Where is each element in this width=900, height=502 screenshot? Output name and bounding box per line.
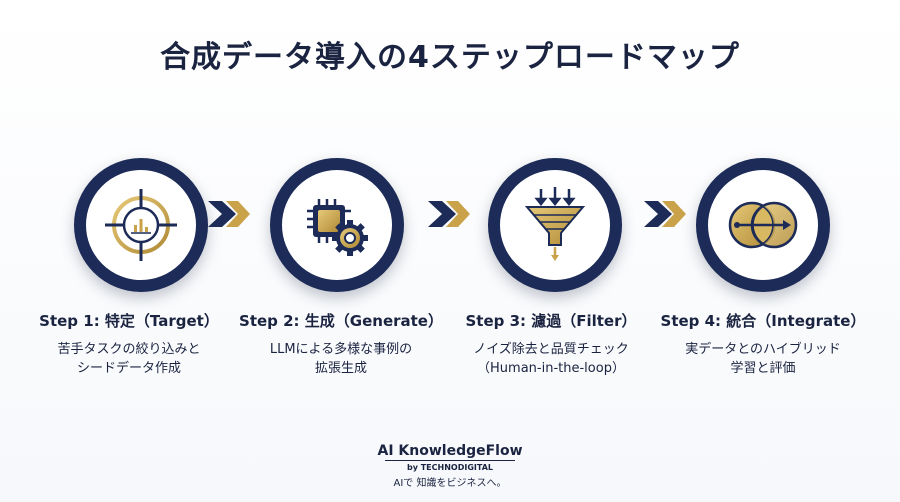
- step-4-circle: [696, 158, 830, 292]
- step-3-circle: [488, 158, 622, 292]
- step-2-circle: [270, 158, 404, 292]
- step-3-label: Step 3: 濾過（Filter）: [465, 312, 637, 330]
- step-4-desc-line: 学習と評価: [730, 361, 796, 376]
- venn-merge-icon: [728, 201, 798, 249]
- chip-gear-icon: [307, 199, 368, 256]
- step-1-circle: [74, 158, 208, 292]
- brand-tagline: AIで 知識をビジネスへ。: [393, 478, 507, 489]
- arrow-right-icon: [644, 201, 686, 227]
- step-1-description: 苦手タスクの絞り込みと シードデータ作成: [14, 340, 244, 378]
- step-2-description: LLMによる多様な事例の 拡張生成: [226, 340, 456, 378]
- funnel-filter-icon: [524, 187, 586, 261]
- target-crosshair-icon: [105, 189, 177, 261]
- step-2-desc-line: LLMによる多様な事例の: [269, 342, 413, 357]
- step-3-desc-line: ノイズ除去と品質チェック: [473, 342, 629, 357]
- step-4-description: 実データとのハイブリッド 学習と評価: [648, 340, 878, 378]
- step-2-desc-line: 拡張生成: [314, 361, 367, 376]
- step-4-desc-line: 実データとのハイブリッド: [685, 342, 841, 357]
- brand-divider: [385, 460, 515, 461]
- step-2-label: Step 2: 生成（Generate）: [239, 312, 443, 330]
- brand-name: AI KnowledgeFlow: [377, 443, 523, 459]
- step-1-desc-line: 苦手タスクの絞り込みと: [57, 342, 201, 357]
- page-title: 合成データ導入の4ステップロードマップ: [160, 40, 740, 75]
- step-1-label: Step 1: 特定（Target）: [39, 312, 219, 330]
- arrow-right-icon: [428, 201, 470, 227]
- step-4-label: Step 4: 統合（Integrate）: [660, 312, 866, 330]
- arrow-right-icon: [208, 201, 250, 227]
- brand-logo: AI KnowledgeFlow by TECHNODIGITAL AIで 知識…: [350, 443, 550, 489]
- brand-byline: by TECHNODIGITAL: [407, 463, 493, 472]
- step-3-description: ノイズ除去と品質チェック （Human-in-the-loop）: [436, 340, 666, 378]
- step-1-desc-line: シードデータ作成: [76, 361, 181, 376]
- step-3-desc-line: （Human-in-the-loop）: [477, 361, 625, 376]
